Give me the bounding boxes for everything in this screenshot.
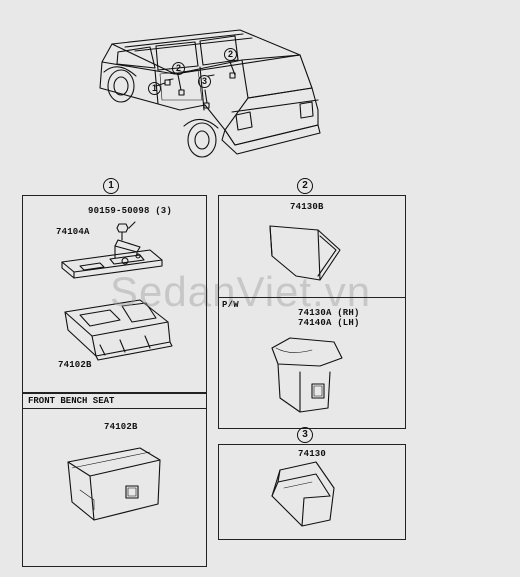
ashtray-74130b-drawing — [269, 225, 341, 281]
front-bench-seat-header: FRONT BENCH SEAT — [28, 396, 115, 406]
panel-3-box — [218, 444, 406, 540]
front-bench-divider — [22, 408, 207, 409]
panel-2-box — [218, 195, 406, 429]
callout-2-vehicle-a: 2 — [172, 62, 185, 75]
panel-front-bench-box — [22, 393, 207, 567]
part-74102b: 74102B — [58, 360, 92, 370]
part-74102b-bench: 74102B — [104, 422, 138, 432]
bolt-90159-drawing — [116, 221, 136, 241]
bench-tray-drawing — [67, 447, 161, 521]
callout-1-vehicle: 1 — [148, 82, 161, 95]
panel-1-box — [22, 195, 207, 393]
ashtray-74130-drawing — [271, 461, 335, 527]
panel-2-callout: 2 — [297, 178, 313, 194]
bracket-74104a-drawing — [61, 239, 163, 279]
part-74130b: 74130B — [290, 202, 324, 212]
part-74130a-rh: 74130A (RH) — [298, 308, 360, 318]
part-74104a: 74104A — [56, 227, 90, 237]
pw-label: P/W — [222, 300, 239, 310]
callout-3-vehicle: 3 — [198, 75, 211, 88]
watermark-text: SedanViet.vn — [110, 268, 372, 315]
callout-2-vehicle-b: 2 — [224, 48, 237, 61]
panel-1-callout: 1 — [103, 178, 119, 194]
ashtray-74130a-drawing — [271, 337, 343, 413]
tray-74102b-drawing — [64, 299, 173, 361]
part-74140a-lh: 74140A (LH) — [298, 318, 360, 328]
vehicle-illustration — [99, 29, 321, 158]
part-74130: 74130 — [298, 449, 327, 459]
panel-3-callout: 3 — [297, 427, 313, 443]
part-bolt-90159: 90159-50098 (3) — [88, 206, 173, 216]
panel-2-divider — [218, 297, 406, 298]
